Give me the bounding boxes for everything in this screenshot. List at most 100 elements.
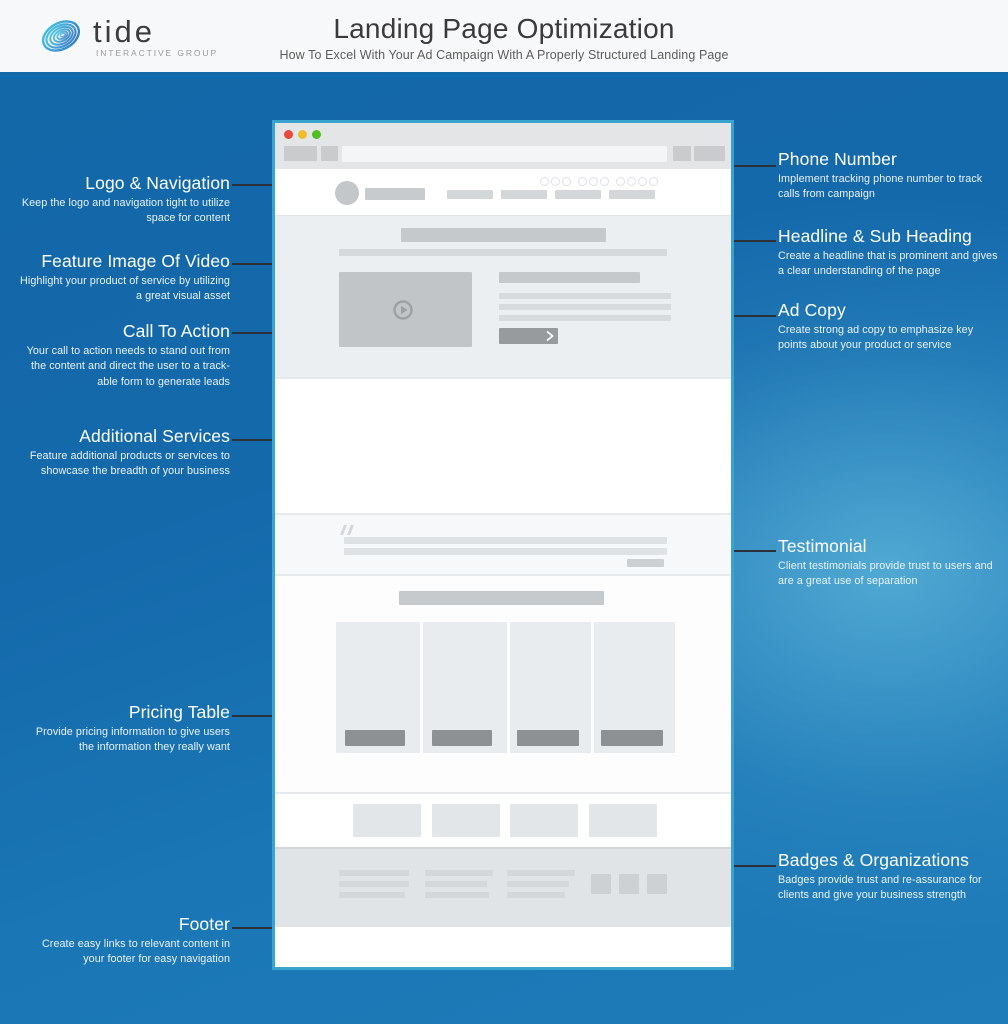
footer-link[interactable] xyxy=(425,870,493,876)
chevron-right-icon[interactable] xyxy=(543,329,557,343)
footer-link[interactable] xyxy=(507,881,569,887)
digit-placeholder-icon xyxy=(600,177,609,186)
pricing-buy-button[interactable] xyxy=(517,730,579,746)
annotation-title: Testimonial xyxy=(778,536,867,556)
brand-logo-text: tide INTERACTIVE GROUP xyxy=(93,14,218,58)
pricing-table-section xyxy=(275,574,731,792)
annotation-title: Footer xyxy=(178,914,230,934)
annotation-additional-services: Additional Services Feature additional p… xyxy=(18,426,230,480)
footer-column xyxy=(591,865,669,894)
page-title: Landing Page Optimization xyxy=(333,13,675,44)
footer-link[interactable] xyxy=(507,870,575,876)
window-maximize-icon[interactable] xyxy=(312,130,321,139)
nav-link-1[interactable] xyxy=(447,190,493,199)
footer-column xyxy=(425,865,493,898)
social-icon[interactable] xyxy=(647,874,667,894)
hero-subheading xyxy=(339,249,667,256)
additional-services-section xyxy=(275,377,731,513)
browser-back-button[interactable] xyxy=(284,146,317,161)
pricing-buy-button[interactable] xyxy=(345,730,405,746)
digit-placeholder-icon xyxy=(578,177,587,186)
spiral-swirl-icon xyxy=(41,20,81,52)
annotation-feature-image-video: Feature Image Of Video Highlight your pr… xyxy=(18,251,230,305)
badge-item[interactable] xyxy=(589,804,657,837)
digit-placeholder-icon xyxy=(616,177,625,186)
brand-tagline: INTERACTIVE GROUP xyxy=(96,48,219,59)
digit-placeholder-icon xyxy=(649,177,658,186)
annotation-title: Pricing Table xyxy=(128,702,230,722)
browser-tabs-button[interactable] xyxy=(694,146,725,161)
footer-link[interactable] xyxy=(425,881,487,887)
annotation-title: Badges & Organizations xyxy=(778,850,969,870)
annotation-body: Create strong ad copy to emphasize key p… xyxy=(778,324,974,352)
ad-copy-line xyxy=(499,293,671,299)
social-icon[interactable] xyxy=(619,874,639,894)
digit-placeholder-icon xyxy=(562,177,571,186)
pricing-buy-button[interactable] xyxy=(432,730,492,746)
browser-chrome xyxy=(275,123,731,169)
annotation-body: Badges provide trust and re-assurance fo… xyxy=(778,874,982,902)
annotation-logo-navigation: Logo & Navigation Keep the logo and navi… xyxy=(18,173,230,227)
footer-link[interactable] xyxy=(339,892,405,898)
footer-link[interactable] xyxy=(507,892,565,898)
badge-item[interactable] xyxy=(510,804,578,837)
annotation-title: Feature Image Of Video xyxy=(41,251,230,271)
nav-link-4[interactable] xyxy=(609,190,655,199)
annotation-title: Ad Copy xyxy=(778,300,846,320)
annotation-body: Feature additional products or services … xyxy=(29,450,230,478)
annotation-body: Provide pricing information to give user… xyxy=(35,726,230,754)
annotation-title: Call To Action xyxy=(122,321,230,341)
social-icon[interactable] xyxy=(591,874,611,894)
browser-url-bar[interactable] xyxy=(342,146,667,162)
badge-item[interactable] xyxy=(432,804,500,837)
title-block: Landing Page Optimization How To Excel W… xyxy=(0,13,1008,62)
footer-link[interactable] xyxy=(339,881,409,887)
play-button-icon[interactable] xyxy=(393,300,413,320)
digit-placeholder-icon xyxy=(540,177,549,186)
page-header: tide INTERACTIVE GROUP Landing Page Opti… xyxy=(0,0,1008,75)
pricing-buy-button[interactable] xyxy=(601,730,663,746)
quote-mark-icon xyxy=(340,525,354,535)
footer-social-row xyxy=(591,874,669,894)
site-logo-wordmark[interactable] xyxy=(365,188,425,200)
annotation-ad-copy: Ad Copy Create strong ad copy to emphasi… xyxy=(778,300,1004,354)
annotation-title: Additional Services xyxy=(79,426,230,446)
tracking-phone-number[interactable] xyxy=(540,177,658,186)
annotation-title: Phone Number xyxy=(778,149,897,169)
digit-placeholder-icon xyxy=(551,177,560,186)
testimonial-line xyxy=(344,548,667,555)
annotation-title: Logo & Navigation xyxy=(85,173,230,193)
site-logo-icon[interactable] xyxy=(335,181,359,205)
browser-reload-button[interactable] xyxy=(321,146,338,161)
testimonial-line xyxy=(344,537,667,544)
annotation-body: Create a headline that is prominent and … xyxy=(778,250,998,278)
landing-page-wireframe xyxy=(272,120,734,970)
brand-logo[interactable]: tide INTERACTIVE GROUP xyxy=(38,13,218,59)
footer-link[interactable] xyxy=(339,870,409,876)
badge-item[interactable] xyxy=(353,804,421,837)
footer-column xyxy=(339,865,409,898)
hero-section xyxy=(275,215,731,377)
nav-link-3[interactable] xyxy=(555,190,601,199)
annotation-body: Client testimonials provide trust to use… xyxy=(778,560,993,588)
ad-copy-line xyxy=(499,304,671,310)
browser-share-button[interactable] xyxy=(673,146,691,161)
pricing-table-title xyxy=(399,591,604,605)
annotation-phone-number: Phone Number Implement tracking phone nu… xyxy=(778,149,1002,203)
hero-headline xyxy=(401,228,606,242)
annotation-testimonial: Testimonial Client testimonials provide … xyxy=(778,536,996,590)
ad-copy-line xyxy=(499,315,671,321)
annotation-pricing-table: Pricing Table Provide pricing informatio… xyxy=(18,702,230,756)
digit-placeholder-icon xyxy=(638,177,647,186)
footer-link[interactable] xyxy=(425,892,489,898)
annotation-body: Highlight your product of service by uti… xyxy=(20,275,230,303)
page-subtitle: How To Excel With Your Ad Campaign With … xyxy=(279,48,729,62)
window-close-icon[interactable] xyxy=(284,130,293,139)
digit-placeholder-icon xyxy=(627,177,636,186)
nav-link-2[interactable] xyxy=(501,190,547,199)
annotation-badges-organizations: Badges & Organizations Badges provide tr… xyxy=(778,850,1004,904)
annotation-body: Implement tracking phone number to track… xyxy=(778,173,983,201)
window-minimize-icon[interactable] xyxy=(298,130,307,139)
call-to-action-button[interactable] xyxy=(499,328,558,344)
annotation-footer: Footer Create easy links to relevant con… xyxy=(18,914,230,968)
